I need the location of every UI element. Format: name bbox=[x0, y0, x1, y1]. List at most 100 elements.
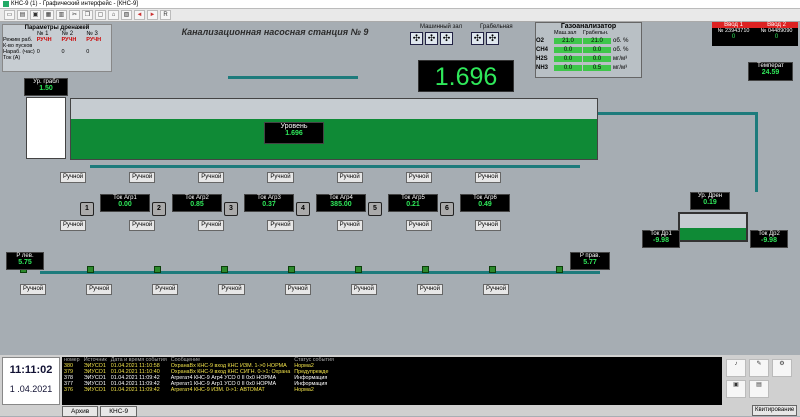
settings-icon[interactable]: ⚙ bbox=[772, 359, 792, 377]
mode-button[interactable]: Ручной bbox=[86, 284, 113, 295]
save-icon[interactable]: ▣ bbox=[30, 10, 41, 20]
copy-icon[interactable]: ❐ bbox=[82, 10, 93, 20]
pump-1[interactable]: 1 bbox=[80, 202, 94, 216]
pump2-current-value: 0.85 bbox=[190, 201, 204, 208]
input2-number: № 04489090 bbox=[760, 28, 793, 34]
pump-6[interactable]: 6 bbox=[440, 202, 454, 216]
mode-button[interactable]: Ручной bbox=[350, 284, 377, 295]
mode-button[interactable]: Ручной bbox=[284, 284, 311, 295]
new-icon[interactable]: ▭ bbox=[4, 10, 15, 20]
temperature-box: Температ 24.59 bbox=[748, 62, 793, 81]
valve-icon[interactable] bbox=[221, 266, 228, 273]
mode-button[interactable]: Ручной bbox=[267, 220, 294, 231]
row-hours-label: Нараб. (час) bbox=[3, 49, 35, 55]
gas-col1: Маш.зал bbox=[554, 30, 577, 36]
pump-5[interactable]: 5 bbox=[368, 202, 382, 216]
mode-button[interactable]: Ручной bbox=[198, 220, 225, 231]
valve-icon[interactable] bbox=[489, 266, 496, 273]
forward-icon[interactable]: ► bbox=[147, 10, 158, 20]
pressure-right-value: 5.77 bbox=[583, 259, 597, 266]
mode-button[interactable]: Ручной bbox=[405, 172, 432, 183]
drain-level-value: 0.19 bbox=[703, 199, 717, 206]
mode-button[interactable]: Ручной bbox=[474, 172, 501, 183]
pump1-current-value: 0.00 bbox=[118, 201, 132, 208]
mode-button[interactable]: Ручной bbox=[129, 220, 156, 231]
map-icon[interactable]: ▧ bbox=[121, 10, 132, 20]
gas-col2: Грабельн. bbox=[583, 30, 609, 36]
drain3-mode: РУЧН bbox=[86, 37, 102, 43]
gas-o2-unit: об. % bbox=[613, 37, 629, 44]
pump5-current-label: Ток Агр bbox=[401, 195, 422, 201]
pump-3[interactable]: 3 bbox=[224, 202, 238, 216]
r-button[interactable]: R bbox=[160, 10, 171, 20]
fan-icon[interactable]: ✣ bbox=[471, 32, 484, 45]
valve-icon[interactable] bbox=[422, 266, 429, 273]
mode-button[interactable]: Ручной bbox=[152, 284, 179, 295]
drain-current-1: Ток Др1 -9.98 bbox=[642, 230, 680, 248]
valve-icon[interactable] bbox=[355, 266, 362, 273]
fan-icon[interactable]: ✣ bbox=[486, 32, 499, 45]
mode-button[interactable]: Ручной bbox=[267, 172, 294, 183]
cut-icon[interactable]: ✂ bbox=[69, 10, 80, 20]
pump6-current-label: Ток Агр bbox=[473, 195, 494, 201]
valve-icon[interactable] bbox=[154, 266, 161, 273]
mode-button[interactable]: Ручной bbox=[336, 172, 363, 183]
open-icon[interactable]: ▤ bbox=[17, 10, 28, 20]
clock: 11:11:02 1 .04.2021 bbox=[2, 357, 60, 405]
big-level-display: 1.696 bbox=[418, 60, 514, 92]
mode-button[interactable]: Ручной bbox=[416, 284, 443, 295]
pump-2[interactable]: 2 bbox=[152, 202, 166, 216]
mode-button[interactable]: Ручной bbox=[20, 284, 47, 295]
valve-icon[interactable] bbox=[556, 266, 563, 273]
fan-icon[interactable]: ✣ bbox=[410, 32, 423, 45]
header-pipe bbox=[40, 271, 600, 274]
mode-button[interactable]: Ручной bbox=[60, 172, 87, 183]
mode-button[interactable]: Ручной bbox=[198, 172, 225, 183]
mode-button[interactable]: Ручной bbox=[336, 220, 363, 231]
pump-4[interactable]: 4 bbox=[296, 202, 310, 216]
fan-icon[interactable]: ✣ bbox=[440, 32, 453, 45]
gas-ch4-v1: 0.0 bbox=[554, 46, 582, 53]
drain2-hours: 0 bbox=[61, 49, 65, 55]
pressure-left-label: P лев. bbox=[16, 253, 34, 259]
tab-archive[interactable]: Архив bbox=[62, 406, 99, 417]
input2-label: Ввод 2 bbox=[755, 22, 798, 28]
fan-icon[interactable]: ✣ bbox=[425, 32, 438, 45]
drain-current1-value: -9.98 bbox=[653, 237, 669, 244]
home-icon[interactable]: ⌂ bbox=[108, 10, 119, 20]
input1-number: № 23943710 bbox=[717, 28, 750, 34]
mode-button[interactable]: Ручной bbox=[482, 284, 510, 295]
gas-ch4-unit: об. % bbox=[613, 46, 629, 53]
tools-icon[interactable]: ✎ bbox=[749, 359, 769, 377]
paste-icon[interactable]: ▢ bbox=[95, 10, 106, 20]
mode-button[interactable]: Ручной bbox=[218, 284, 245, 295]
back-icon[interactable]: ◄ bbox=[134, 10, 145, 20]
valve-icon[interactable] bbox=[87, 266, 94, 273]
mode-button[interactable]: Ручной bbox=[405, 220, 432, 231]
tab-kns9[interactable]: КНС-9 bbox=[100, 406, 138, 417]
valve-icon[interactable] bbox=[288, 266, 295, 273]
print-icon[interactable]: ▥ bbox=[56, 10, 67, 20]
pump4-current-label: Ток Агр bbox=[329, 195, 350, 201]
drain-current2-value: -9.98 bbox=[761, 237, 777, 244]
acknowledge-button[interactable]: Квитирование bbox=[752, 405, 798, 416]
drain-current1-label: Ток Др1 bbox=[650, 231, 672, 237]
header-modes: Ручной Ручной Ручной Ручной Ручной Ручно… bbox=[20, 284, 510, 295]
mode-button[interactable]: Ручной bbox=[129, 172, 156, 183]
mode-button[interactable]: Ручной bbox=[60, 220, 87, 231]
gas-nh3-v1: 0.0 bbox=[554, 64, 582, 71]
window-icon[interactable]: ▤ bbox=[749, 380, 769, 398]
monitor-icon[interactable]: ▣ bbox=[726, 380, 746, 398]
mode-button[interactable]: Ручной bbox=[474, 220, 501, 231]
folder-icon[interactable]: ▦ bbox=[43, 10, 54, 20]
sound-icon[interactable]: ♪ bbox=[726, 359, 746, 377]
